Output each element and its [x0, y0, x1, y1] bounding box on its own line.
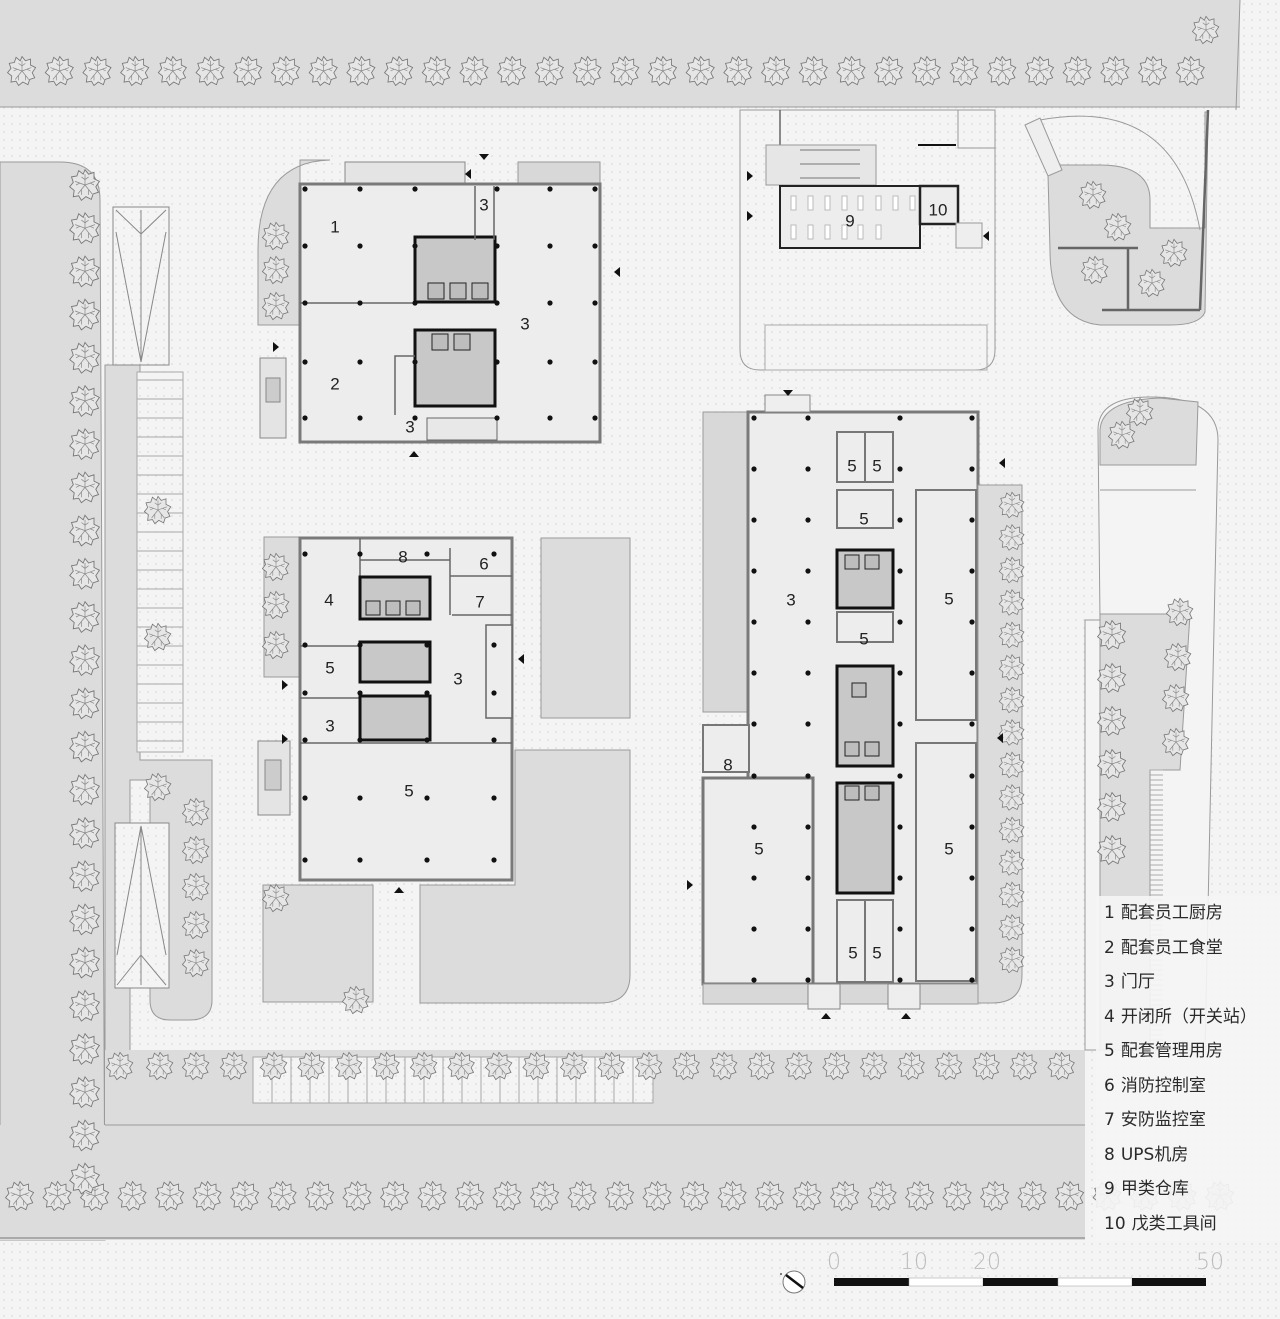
entrance-arrow-icon: [409, 451, 419, 457]
legend-text: 消防控制室: [1120, 1075, 1206, 1096]
room-label: 5: [848, 943, 857, 962]
room-label: 2: [330, 374, 339, 393]
room-label: 5: [754, 839, 763, 858]
building-nw: [257, 159, 602, 444]
room-label: 5: [325, 658, 334, 677]
legend-number: 6: [1104, 1075, 1115, 1096]
entrance-arrow-icon: [687, 880, 693, 890]
entrance-arrow-icon: [518, 654, 524, 664]
entrance-arrow-icon: [983, 231, 989, 241]
building-east: [701, 394, 980, 1010]
room-label: 5: [859, 509, 868, 528]
planting-sw-blocks: [262, 537, 631, 1004]
entrance-arrow-icon: [273, 342, 279, 352]
room-label: 5: [944, 839, 953, 858]
entrance-arrow-icon: [747, 211, 753, 221]
ramp-north-west: [112, 206, 170, 366]
legend-text: 开闭所（开关站）: [1120, 1006, 1257, 1027]
room-label: 3: [786, 590, 795, 609]
room-label: 3: [325, 716, 334, 735]
room-label: 8: [723, 755, 732, 774]
entrance-arrow-icon: [465, 169, 471, 179]
entrance-arrow-icon: [999, 458, 1005, 468]
entrance-arrow-icons: [273, 154, 1005, 1019]
legend-number: 10: [1104, 1213, 1126, 1234]
room-label: 8: [398, 547, 407, 566]
legend-text: UPS机房: [1120, 1144, 1189, 1165]
north-arrow-icon: [780, 1270, 806, 1294]
entrance-arrow-icon: [282, 734, 288, 744]
room-label: 1: [330, 217, 339, 236]
room-label: 3: [453, 669, 462, 688]
room-label: 5: [944, 589, 953, 608]
room-label: 3: [520, 314, 529, 333]
ramp-south-west: [114, 822, 170, 989]
scale-tick-20: 20: [973, 1250, 1001, 1275]
scale-tick-0: 0: [827, 1250, 841, 1275]
scale-tick-10: 10: [900, 1250, 928, 1275]
legend-number: 8: [1104, 1144, 1115, 1165]
entrance-arrow-icon: [997, 733, 1003, 743]
entrance-arrow-icon: [901, 1013, 911, 1019]
legend-number: 3: [1104, 972, 1115, 992]
legend-number: 2: [1104, 937, 1115, 958]
room-label: 7: [475, 592, 484, 611]
room-label: 10: [929, 200, 948, 219]
legend-text: 戊类工具间: [1131, 1213, 1217, 1234]
scale-tick-50: 50: [1196, 1250, 1224, 1275]
legend-text: 安防监控室: [1120, 1110, 1206, 1130]
building-ne-warehouse: [739, 109, 996, 371]
room-label: 9: [845, 211, 854, 230]
room-label: 5: [404, 781, 413, 800]
legend-number: 5: [1104, 1041, 1115, 1061]
entrance-arrow-icon: [747, 171, 753, 181]
legend-number: 1: [1104, 903, 1115, 923]
legend-text: 配套员工厨房: [1120, 903, 1223, 923]
legend-text: 配套员工食堂: [1120, 937, 1223, 958]
room-label: 5: [872, 943, 881, 962]
west-parking: [136, 371, 184, 753]
legend-text: 门厅: [1120, 972, 1155, 992]
scale-bar: [834, 1277, 1206, 1287]
entrance-arrow-icon: [394, 887, 404, 893]
entrance-arrow-icon: [479, 154, 489, 160]
entrance-arrow-icon: [783, 390, 793, 396]
room-label: 5: [847, 456, 856, 475]
legend-number: 9: [1104, 1179, 1115, 1199]
entrance-arrow-icon: [282, 680, 288, 690]
room-label: 3: [405, 417, 414, 436]
legend-number: 7: [1104, 1110, 1115, 1130]
legend-text: 配套管理用房: [1120, 1041, 1223, 1061]
entrance-arrow-icon: [614, 267, 620, 277]
scale-bar-labels: 0 10 20 50: [0, 1250, 1280, 1275]
building-sw: [257, 536, 514, 882]
room-label: 6: [479, 554, 488, 573]
legend-number: 4: [1104, 1006, 1115, 1027]
room-label: 5: [872, 456, 881, 475]
entrance-arrow-icon: [821, 1013, 831, 1019]
room-label: 3: [479, 195, 488, 214]
room-label: 4: [324, 590, 333, 609]
legend-text: 甲类仓库: [1120, 1179, 1189, 1199]
room-label: 5: [859, 629, 868, 648]
north-planting-strip: [0, 0, 1241, 111]
